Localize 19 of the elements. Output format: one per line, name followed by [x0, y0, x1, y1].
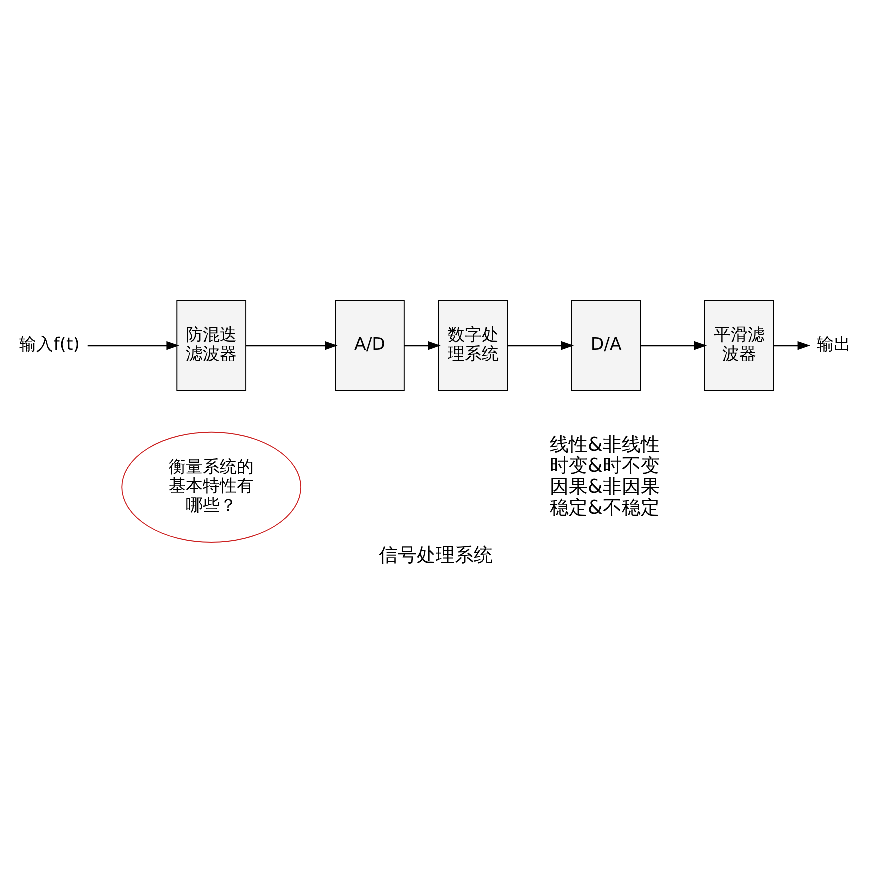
arrow [404, 341, 441, 350]
arrow [508, 341, 574, 350]
arrow [88, 341, 180, 350]
node-text: 输入f(t) [20, 335, 80, 356]
arrow [774, 341, 810, 350]
label: 稳定&不稳定 [550, 496, 660, 520]
node-box: 平滑滤波器 [704, 300, 774, 392]
label: 时变&时不变 [550, 454, 660, 478]
label: 因果&非因果 [550, 475, 660, 498]
arrow [641, 341, 708, 350]
node-box: D/A [571, 300, 642, 392]
label: 线性&非线性 [550, 433, 660, 456]
caption: 信号处理系统 [379, 544, 493, 567]
arrow [246, 341, 338, 350]
node-box: 防混迭滤波器 [176, 300, 247, 392]
node-text: 输出 [817, 335, 852, 356]
node-ellipse: 衡量系统的基本特性有哪些？ [122, 432, 302, 543]
node-box: 数字处理系统 [438, 300, 508, 392]
node-box: A/D [335, 300, 405, 392]
